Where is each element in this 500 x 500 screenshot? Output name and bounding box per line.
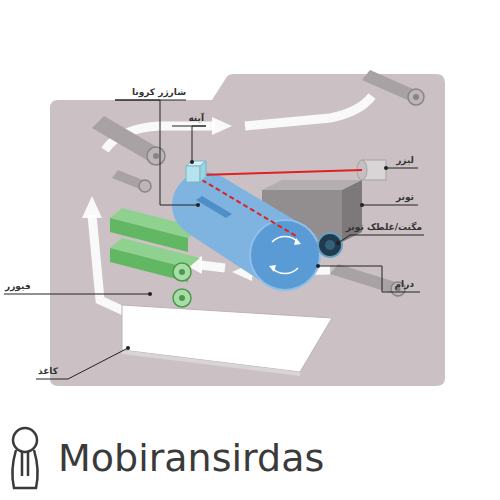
watermark: Mobiransirdas: [58, 436, 324, 480]
logo-lines: [22, 452, 28, 476]
logo-body: [12, 450, 37, 488]
part-label: لیزر: [396, 155, 414, 166]
mirror: [186, 161, 206, 182]
leader-dot: [196, 203, 200, 207]
rotation-arrow: [272, 268, 298, 274]
magnet-roller: [318, 233, 342, 257]
leader-line: [115, 100, 198, 205]
magnet-inner: [325, 240, 335, 250]
fuser-axle: [179, 295, 185, 301]
leader-dot: [336, 241, 340, 245]
part-label: کاغذ: [38, 366, 58, 377]
mirror-side: [200, 161, 206, 182]
leader-line: [172, 126, 206, 162]
printer-body: [50, 74, 445, 386]
roller: [112, 170, 151, 192]
part-label: درام: [395, 279, 414, 290]
roller-end: [147, 147, 165, 165]
paper-path: [170, 62, 222, 82]
leader-dot: [190, 160, 194, 164]
laser-scan-line: [202, 180, 296, 236]
roller-end: [139, 180, 151, 192]
toner-side: [342, 180, 362, 242]
path-arrowhead: [82, 196, 102, 218]
part-label: مگنت/غلطک تونر: [346, 222, 422, 233]
path-arrowhead: [212, 117, 232, 135]
laser-beam: [200, 170, 362, 175]
fuser-end: [173, 289, 191, 307]
leader-dot: [384, 166, 388, 170]
part-label: آینه: [188, 113, 204, 124]
leader-line: [386, 168, 418, 169]
fuser-axle: [179, 269, 185, 275]
leader-line: [362, 205, 418, 206]
fuser-end: [173, 263, 191, 281]
roller-end: [408, 89, 424, 105]
leader-line: [4, 294, 150, 295]
paper-path: [245, 96, 372, 126]
roller-axle: [413, 94, 419, 100]
leader-dot: [360, 203, 364, 207]
leader-line: [318, 266, 420, 292]
part-label: فیوزر: [5, 281, 31, 292]
roller: [330, 264, 405, 296]
drum: [172, 172, 320, 290]
roller: [92, 116, 165, 165]
rotation-arrow: [272, 236, 298, 242]
roller-axle: [153, 153, 159, 159]
paper-edge: [122, 350, 300, 376]
leader-dots: [126, 160, 388, 350]
logo-icon: [12, 428, 37, 488]
paper-sheet: [122, 305, 332, 372]
leader-dot: [316, 264, 320, 268]
leader-dot: [126, 346, 130, 350]
paper-path: [200, 265, 225, 268]
logo-head: [13, 428, 37, 452]
path-arrowhead: [218, 52, 240, 72]
magnet-outer: [318, 233, 342, 257]
corona-wire: [196, 196, 232, 218]
leader-line: [36, 348, 128, 379]
part-label: تونر: [396, 192, 414, 203]
mirror-front: [186, 166, 200, 182]
rotation-head: [269, 265, 276, 272]
roller: [362, 70, 424, 105]
leader-line: [338, 235, 424, 243]
rotation-head: [294, 238, 301, 245]
part-label: شارژر کرونا: [132, 87, 186, 98]
leader-dot: [148, 292, 152, 296]
leader-lines: [4, 100, 424, 379]
